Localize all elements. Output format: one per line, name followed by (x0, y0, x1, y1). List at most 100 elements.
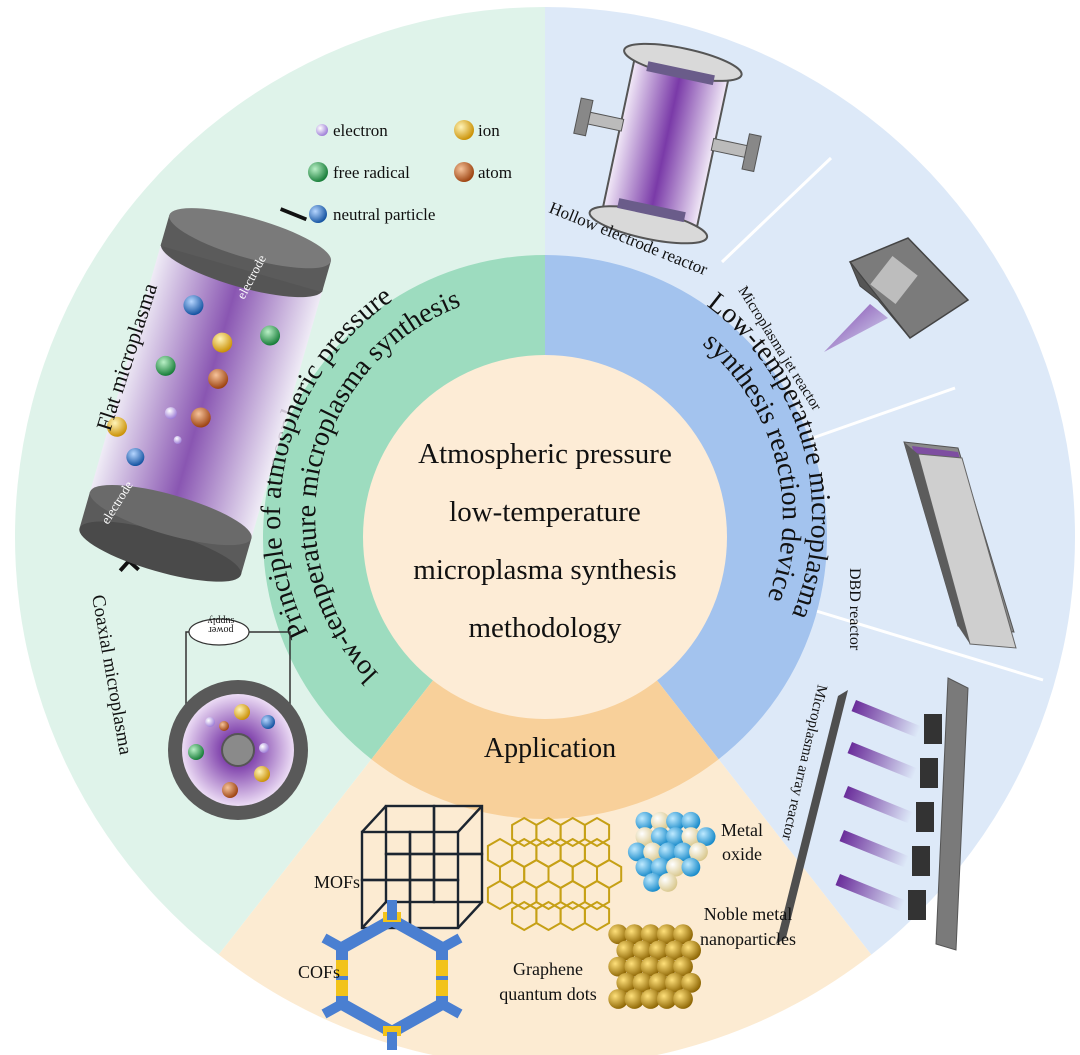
coaxial-microplasma: power supply (168, 615, 308, 820)
oxide-atom (650, 811, 670, 831)
oxide-atom (681, 811, 701, 831)
hollow-left-knob (573, 97, 594, 137)
gold-atom (656, 956, 677, 977)
noble-metal-illustration (608, 924, 701, 1009)
oxide-atom (666, 827, 685, 846)
coax-atom (219, 721, 229, 731)
gold-atom (673, 989, 693, 1009)
center-line-1: Atmospheric pressure (418, 438, 672, 470)
gold-atom (681, 972, 701, 993)
device-divider-2 (806, 386, 956, 442)
electron-legend-icon (316, 124, 328, 136)
array-nozzle-1 (924, 714, 942, 744)
device-divider-3 (812, 608, 1044, 682)
oxide-atom (696, 827, 716, 846)
atom-legend-label: atom (478, 163, 512, 182)
power-label-1: power (208, 624, 234, 635)
tube-radical (260, 325, 281, 346)
cofs-label: COFs (298, 962, 340, 982)
coax-neutral (261, 715, 275, 729)
center-line-3: microplasma synthesis (413, 554, 676, 586)
center-line-2: low-temperature (449, 496, 641, 528)
gold-atom (681, 940, 701, 961)
metal-oxide-illustration (627, 811, 716, 892)
oxide-atom (689, 842, 708, 862)
gold-atom (608, 924, 629, 945)
atom-legend-icon (454, 162, 474, 182)
electrode-bottom-face (89, 484, 252, 546)
free-radical-legend-icon (308, 162, 328, 182)
array-backplate (776, 690, 848, 944)
neutral-legend-label: neutral particle (333, 205, 435, 224)
device-divider-1 (720, 156, 833, 264)
array-base (935, 677, 969, 951)
gold-atom (640, 924, 661, 945)
gold-atom (665, 940, 685, 961)
oxide-atom (635, 857, 655, 877)
array-jet-3 (843, 786, 913, 824)
oxide-atom (635, 811, 655, 831)
gold-atom (648, 972, 669, 993)
free-radical-legend-label: free radical (333, 163, 410, 182)
electrode-top-cap (169, 208, 332, 269)
application-title: Application (484, 733, 616, 764)
gold-atom (616, 940, 637, 961)
array-nozzle-2 (920, 758, 938, 788)
gold-atom (616, 972, 637, 993)
power-label-2: supply (208, 615, 235, 626)
graphene-hexagon (583, 879, 611, 911)
jet-nozzle-front (849, 261, 911, 339)
flat-microplasma-tube (79, 208, 332, 582)
hollow-electrode-reactor-illustration (573, 42, 762, 245)
tube-radical (155, 355, 176, 376)
oxide-atom (666, 811, 685, 831)
noble-metal-label-2: nanoparticles (700, 929, 796, 949)
application-ring (371, 678, 719, 819)
coax-electron (205, 717, 215, 727)
ion-legend-icon (454, 120, 474, 140)
coax-atom (222, 782, 238, 798)
metal-oxide-label-1: Metal (721, 820, 763, 840)
metal-oxide-label-2: oxide (722, 844, 762, 864)
array-jet-2 (847, 742, 917, 780)
cofs-illustration (321, 900, 463, 1050)
oxide-atom (673, 842, 693, 862)
tube-ion (106, 416, 127, 437)
gold-atom (673, 924, 693, 945)
oxide-atom (666, 857, 685, 877)
tube-electron (173, 436, 182, 445)
ion-legend-label: ion (478, 121, 500, 140)
hollow-bottom-electrode (617, 198, 686, 223)
tube-ion (212, 332, 233, 353)
array-nozzle-4 (912, 846, 930, 876)
oxide-atom (681, 827, 701, 846)
tube-neutral (126, 448, 145, 467)
neutral-legend-icon (309, 205, 327, 223)
gold-atom (608, 989, 629, 1009)
tube-neutral (183, 295, 204, 316)
array-jet-1 (851, 700, 921, 738)
gold-atom (656, 989, 677, 1009)
coax-radical (188, 744, 204, 760)
gold-atom (608, 956, 629, 977)
electron-legend-label: electron (333, 121, 388, 140)
oxide-atom (658, 842, 678, 862)
center-title: Atmospheric pressure low-temperature mic… (413, 438, 676, 644)
oxide-atom (658, 873, 678, 892)
tube-atom (208, 368, 229, 389)
microplasma-jet-illustration (824, 237, 970, 352)
gold-atom (624, 956, 645, 977)
hollow-right-knob (741, 133, 762, 173)
graphene-hexagon (583, 816, 611, 848)
oxide-atom (650, 857, 670, 877)
particle-legend: electron ion free radical atom neutral p… (308, 120, 512, 224)
gold-atom (624, 924, 645, 945)
oxide-atom (681, 857, 701, 877)
gold-atom (632, 972, 653, 993)
dbd-bottom-plate (917, 453, 1017, 649)
device-ring (545, 255, 827, 760)
hollow-top-electrode (646, 61, 715, 86)
gold-atom (673, 956, 693, 977)
array-jet-5 (835, 874, 905, 912)
power-supply (188, 618, 250, 646)
